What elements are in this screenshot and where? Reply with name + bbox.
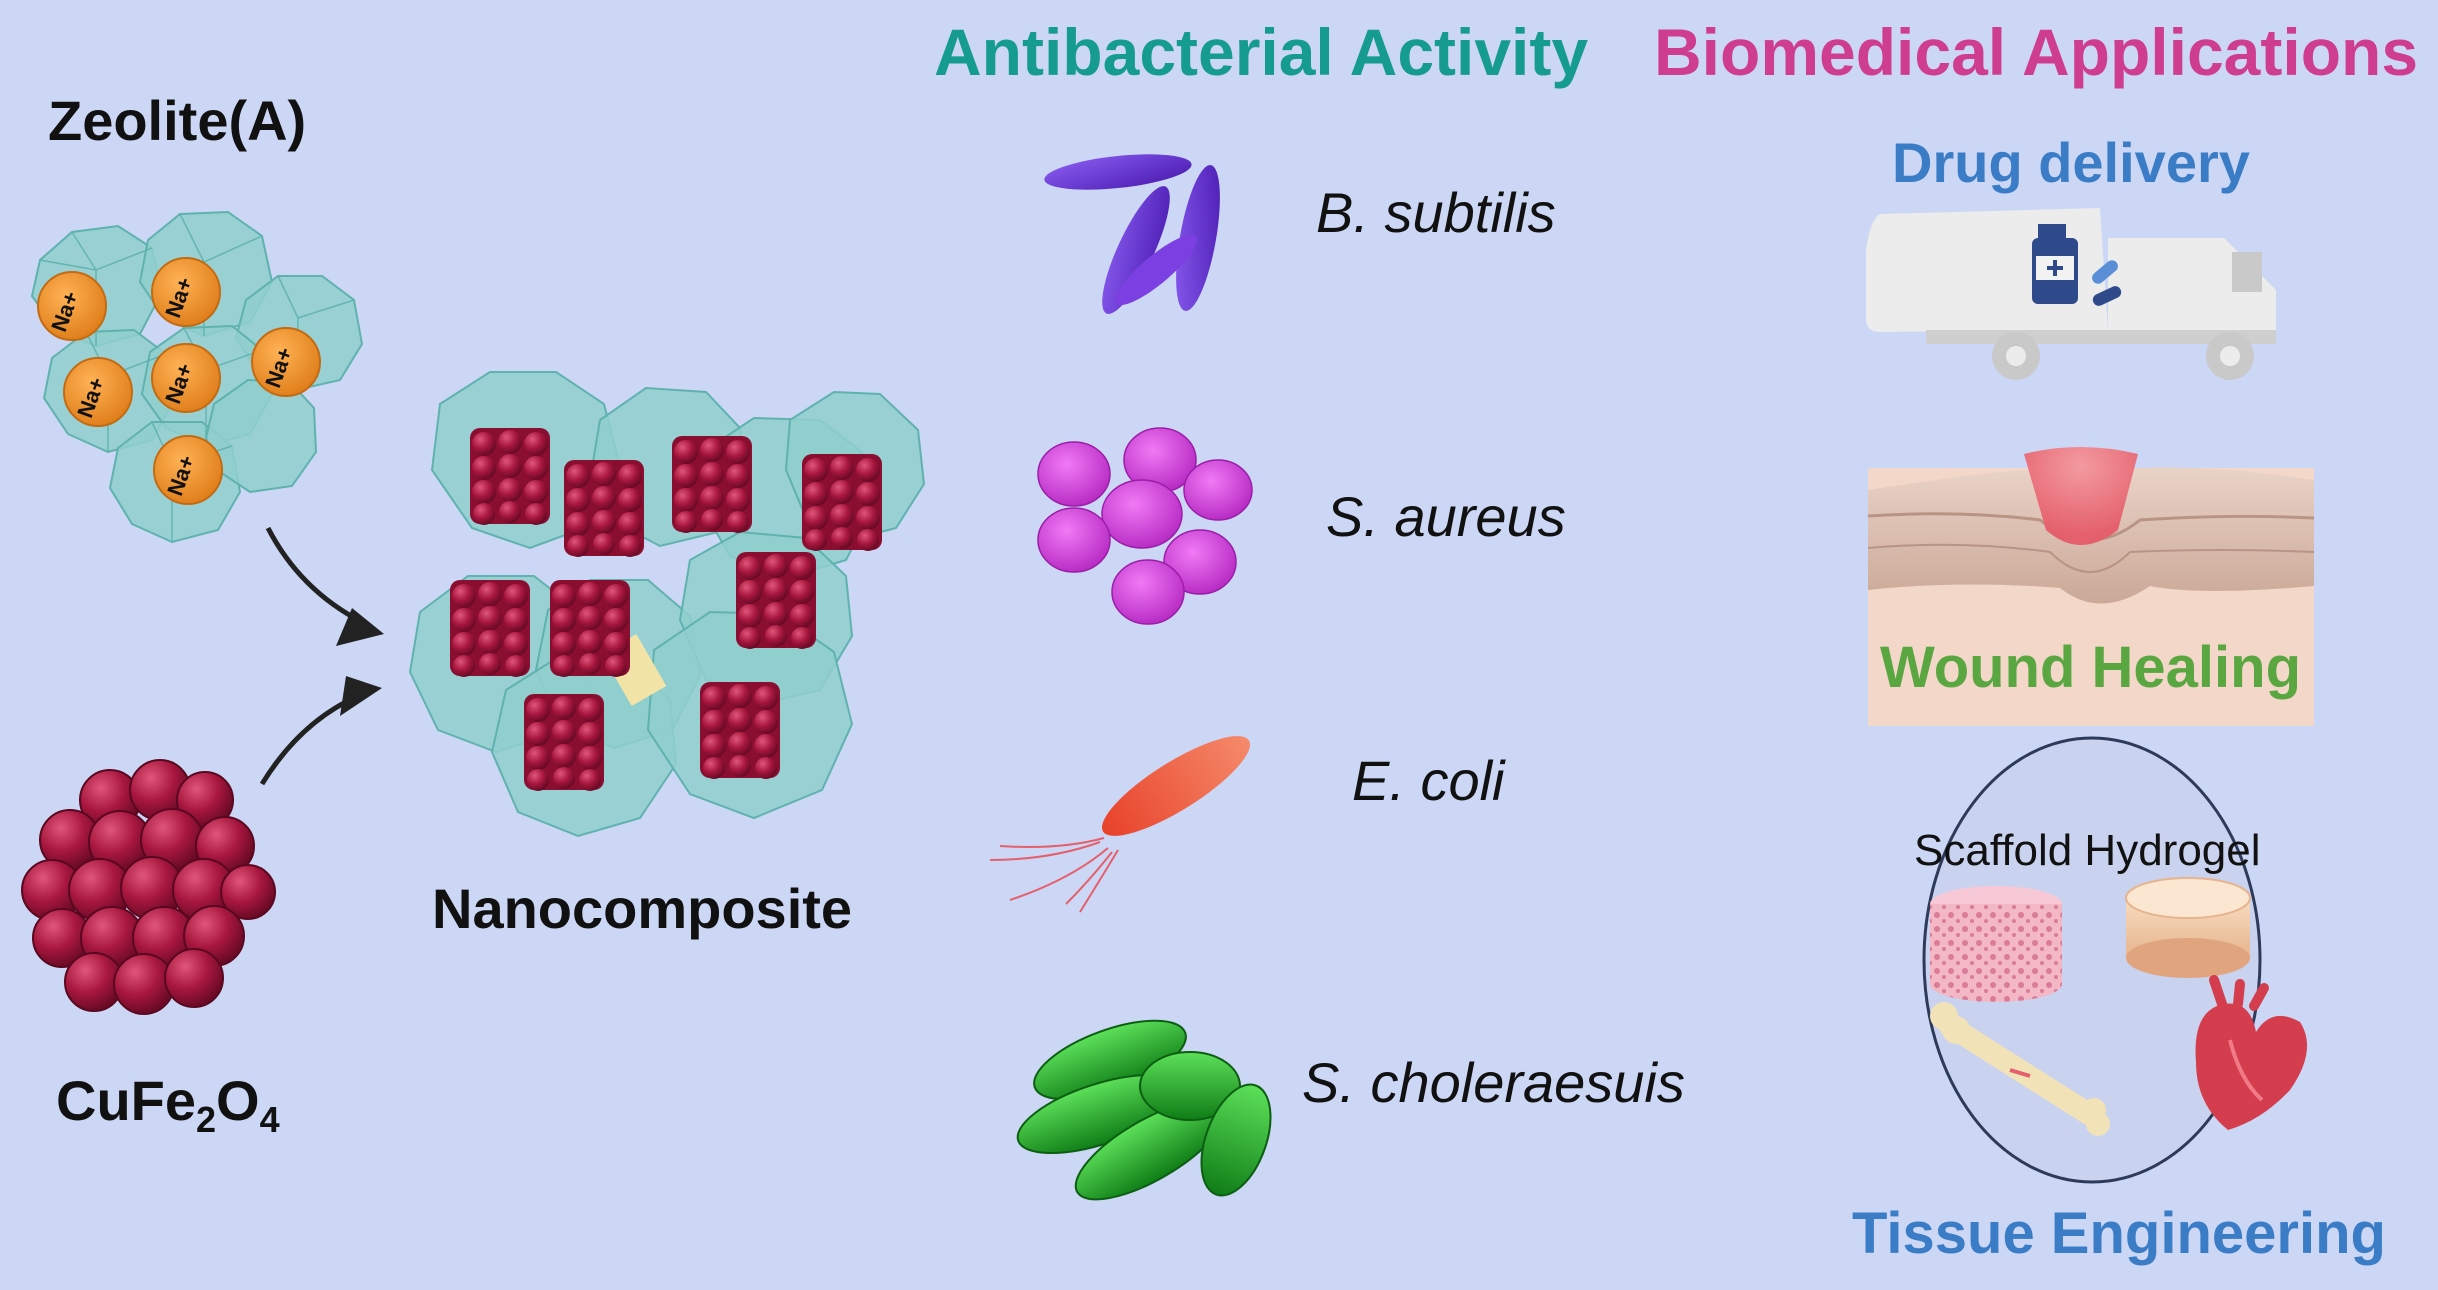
skin-illustration [1867,447,2315,726]
arrow-head-1 [336,608,384,646]
drug-delivery-label: Drug delivery [1892,131,2250,194]
rod-bacteria-icon [1044,154,1220,314]
sodium-ions [37,257,321,505]
arrow-head-2 [340,676,382,716]
wound-healing-label: Wound Healing [1880,635,2302,700]
zeolite-label: Zeolite(A) [48,89,307,152]
tissue-engineering-label: Tissue Engineering [1852,1201,2386,1266]
antibacterial-title: Antibacterial Activity [934,15,1589,89]
scaffold-icon [1930,886,2062,1002]
scaffold-hydrogel-label: Scaffold Hydrogel [1914,826,2261,875]
bacteria-label-e-coli: E. coli [1352,749,1505,812]
hydrogel-icon [2125,877,2251,978]
ferrite-cluster [21,759,276,1015]
heart-icon [2195,975,2308,1130]
truck-icon [1866,208,2276,380]
bacteria-label-b-subtilis: B. subtilis [1316,181,1556,244]
coccus-cluster-icon [1037,427,1253,625]
cufe2o4-label: CuFe2O4 [56,1068,280,1141]
nanocomposite-label: Nanocomposite [432,877,853,940]
formula-mid: O [216,1069,260,1132]
green-rod-bacteria-icon [1016,1019,1272,1201]
bone-icon [1930,1002,2110,1136]
flagellated-bacterium-icon [989,736,1251,913]
formula-sub-1: 2 [196,1099,217,1141]
arrows [259,526,364,786]
formula-sub-2: 4 [259,1099,280,1141]
formula-base: CuFe [56,1069,196,1132]
biomedical-title: Biomedical Applications [1654,15,2419,89]
bacteria-label-s-choleraesuis: S. choleraesuis [1302,1051,1685,1114]
bacteria-label-s-aureus: S. aureus [1326,485,1566,548]
